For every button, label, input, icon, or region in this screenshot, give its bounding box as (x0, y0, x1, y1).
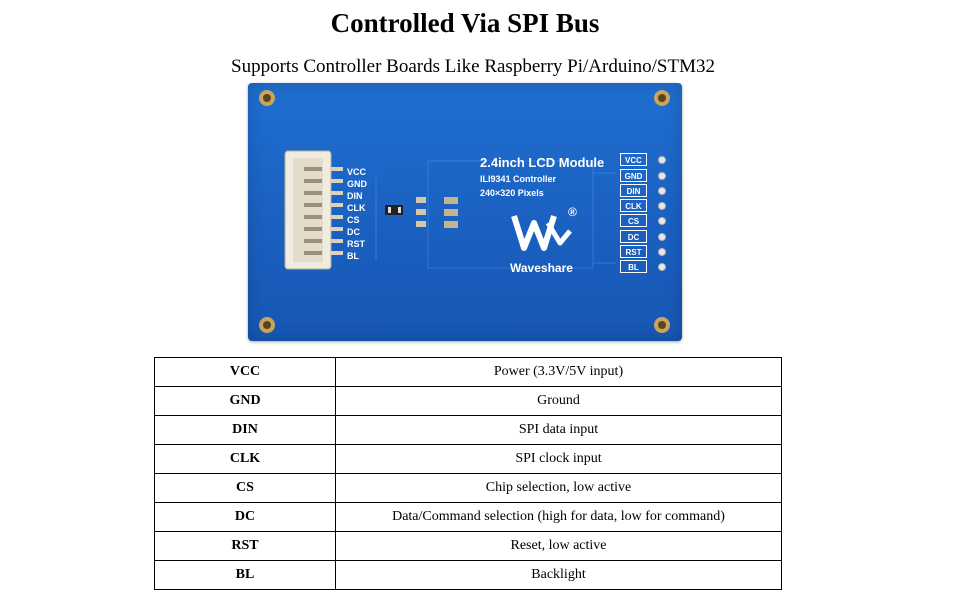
board-pin-label-left: VCC (347, 167, 367, 177)
board-pin-label-left: RST (347, 239, 365, 249)
pin-description-cell: Reset, low active (335, 531, 782, 561)
pin-name-cell: DIN (154, 415, 336, 445)
table-row: GND Ground (154, 386, 782, 416)
pin-description-cell: Power (3.3V/5V input) (335, 357, 782, 387)
page-title: Controlled Via SPI Bus (330, 8, 600, 38)
board-pin-label-right: DC (620, 230, 647, 243)
pin-description-cell: Chip selection, low active (335, 473, 782, 503)
board-pin-label-right: RST (620, 245, 647, 258)
board-pin-label-right: DIN (620, 184, 647, 197)
board-pin-label-left: CS (347, 215, 360, 225)
board-pin-label-right: VCC (620, 153, 647, 166)
board-product-name: 2.4inch LCD Module (480, 155, 605, 170)
pin-description-cell: SPI clock input (335, 444, 782, 474)
board-pin-label-right: BL (620, 260, 647, 273)
smd-components-icon (385, 197, 458, 228)
board-pin-label-left: DC (347, 227, 360, 237)
board-controller: ILI9341 Controller (480, 174, 557, 184)
pin-description-cell: Backlight (335, 560, 782, 590)
pin-name-cell: BL (154, 560, 336, 590)
board-pin-label-right: CLK (620, 199, 647, 212)
pin-description-cell: Data/Command selection (high for data, l… (335, 502, 782, 532)
board-resolution: 240×320 Pixels (480, 188, 544, 198)
table-row: CLK SPI clock input (154, 444, 782, 474)
pin-name-cell: CLK (154, 444, 336, 474)
table-row: CS Chip selection, low active (154, 473, 782, 503)
board-pin-label-left: GND (347, 179, 367, 189)
pin-name-cell: CS (154, 473, 336, 503)
table-row: DIN SPI data input (154, 415, 782, 445)
pin-description-table: VCC Power (3.3V/5V input) GND Ground DIN… (154, 357, 782, 590)
table-row: VCC Power (3.3V/5V input) (154, 357, 782, 387)
pin-name-cell: RST (154, 531, 336, 561)
pin-description-cell: Ground (335, 386, 782, 416)
pin-description-cell: SPI data input (335, 415, 782, 445)
page-subtitle: Supports Controller Boards Like Raspberr… (231, 56, 715, 77)
pin-name-cell: GND (154, 386, 336, 416)
board-artwork (259, 90, 670, 333)
table-row: BL Backlight (154, 560, 782, 590)
registered-mark: ® (568, 205, 577, 219)
pin-connector-icon (284, 150, 343, 270)
board-pin-label-left: CLK (347, 203, 366, 213)
pin-name-cell: VCC (154, 357, 336, 387)
pin-header-holes-icon (658, 156, 666, 271)
table-row: DC Data/Command selection (high for data… (154, 502, 782, 532)
board-pin-label-left: BL (347, 251, 359, 261)
lcd-module-board: 2.4inch LCD Module ILI9341 Controller 24… (248, 83, 682, 341)
board-pin-label-right: CS (620, 214, 647, 227)
board-pin-label-left: DIN (347, 191, 363, 201)
waveshare-logo-icon (511, 215, 572, 251)
board-pin-label-right: GND (620, 169, 647, 182)
board-brand: Waveshare (510, 261, 573, 275)
table-row: RST Reset, low active (154, 531, 782, 561)
mounting-hole-icon (259, 90, 670, 333)
pin-name-cell: DC (154, 502, 336, 532)
